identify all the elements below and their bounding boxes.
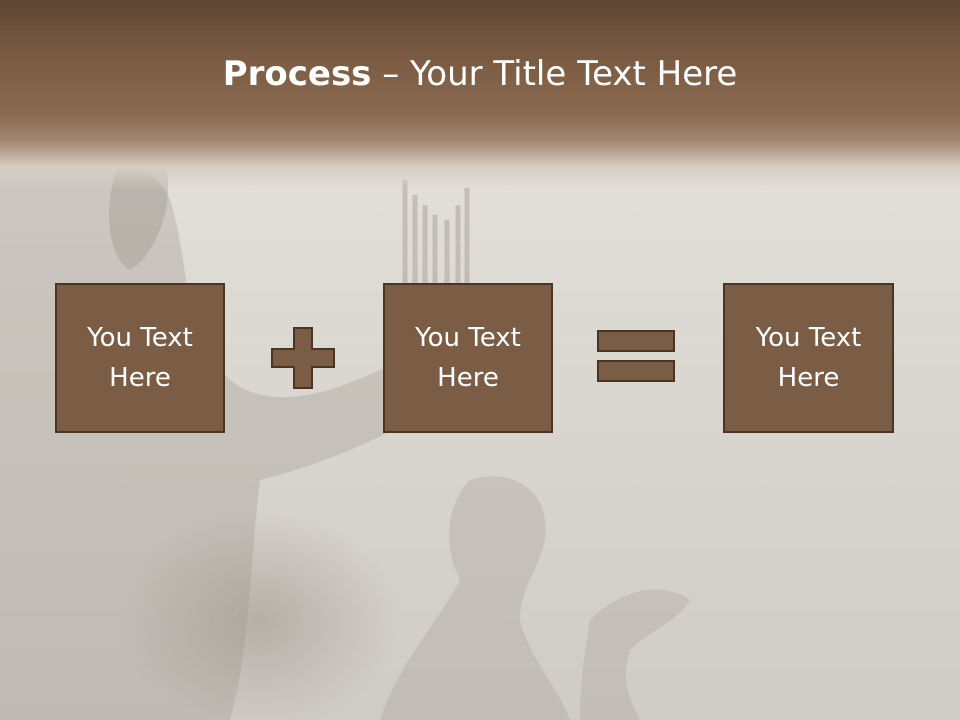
step-3-line-1: You Text (755, 323, 862, 353)
step-1-line-2: Here (109, 363, 171, 393)
step-3-line-2: Here (777, 363, 840, 393)
process-step-1[interactable]: You Text Here (55, 283, 225, 433)
step-2-line-2: Here (437, 363, 499, 393)
title-band (0, 0, 960, 190)
step-2-line-1: You Text (415, 323, 521, 353)
plus-icon (271, 327, 335, 389)
process-step-3[interactable]: You Text Here (723, 283, 894, 433)
title-rest: – Your Title Text Here (371, 54, 738, 94)
process-step-2[interactable]: You Text Here (383, 283, 553, 433)
step-1-line-1: You Text (87, 323, 193, 353)
title-strong: Process (222, 54, 372, 94)
slide-title: Process – Your Title Text Here (0, 50, 960, 98)
equals-icon (597, 330, 675, 382)
